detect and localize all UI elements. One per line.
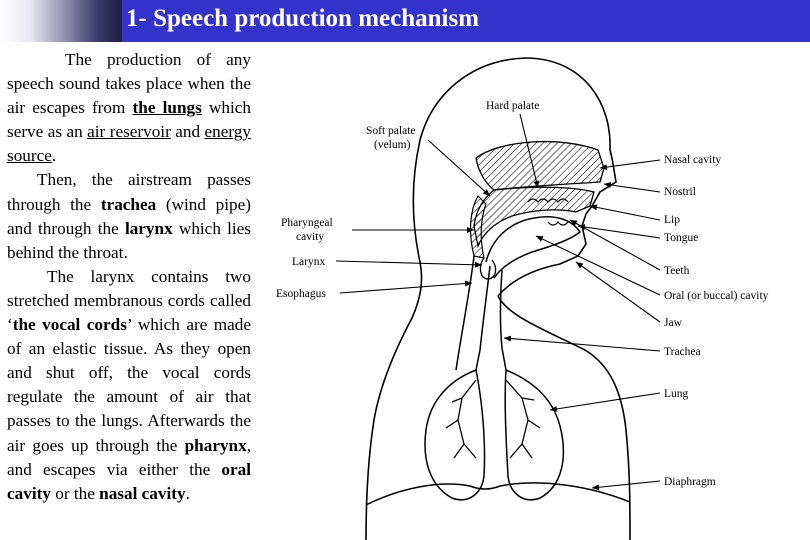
- text-run: which lies behind the throat.: [7, 218, 251, 262]
- text-run: and: [170, 122, 205, 142]
- trachea-tube-right: [499, 269, 507, 371]
- right-lung: [504, 368, 565, 501]
- label-nasal-cavity: Nasal cavity: [664, 154, 721, 166]
- text-run: , and escapes via either the: [7, 435, 251, 479]
- bronchi-left: [445, 379, 477, 459]
- arrow-diaphragm: [591, 480, 661, 491]
- label-tongue: Tongue: [664, 232, 698, 244]
- label-soft-palate: Soft palate: [366, 125, 416, 137]
- larynx-shape: [479, 257, 497, 280]
- slide-title: 1- Speech production mechanism: [126, 5, 480, 32]
- term-vocal-cords: the vocal cords: [12, 315, 127, 335]
- label-cavity: cavity: [296, 231, 324, 243]
- arrow-larynx: [335, 260, 483, 268]
- label-trachea: Trachea: [664, 346, 701, 358]
- term-larynx: larynx: [124, 218, 173, 238]
- text-run: .: [51, 146, 57, 166]
- term-air-reservoir: air reservoir: [87, 122, 171, 142]
- leader-arrows: [335, 113, 661, 491]
- arrow-tongue: [577, 224, 661, 239]
- bronchi-right: [505, 379, 541, 459]
- label-jaw: Jaw: [664, 317, 683, 329]
- term-lungs: the lungs: [132, 98, 202, 118]
- lower-teeth-shape: [547, 221, 569, 226]
- esophagus-tube: [455, 255, 475, 371]
- arrow-oral-cavity: [535, 235, 661, 296]
- title-bar: 1- Speech production mechanism: [0, 0, 810, 42]
- label-nostril: Nostril: [664, 186, 696, 198]
- arrow-jaw: [575, 261, 661, 323]
- text-run: which serve as an: [7, 98, 251, 142]
- text-run: or the: [50, 483, 100, 503]
- label-larynx: Larynx: [292, 256, 325, 268]
- text-run: (wind pipe) and through the: [7, 194, 251, 238]
- back-of-head-outline: [411, 57, 526, 319]
- label-pharyngeal: Pharyngeal: [281, 217, 333, 229]
- diaphragm-shape: [365, 482, 631, 506]
- arrow-nasal-cavity: [599, 159, 661, 171]
- term-oral-cavity: oral cavity: [7, 459, 251, 503]
- arrow-nostril: [603, 182, 661, 193]
- arrow-trachea: [503, 335, 661, 352]
- label-oral-cavity: Oral (or buccal) cavity: [664, 290, 769, 302]
- arrow-lip: [589, 204, 661, 221]
- arrow-esophagus: [339, 280, 473, 294]
- speech-organs-diagram: Hard palate Soft palate (velum) Nasal ca…: [256, 42, 810, 540]
- text-run: ’ which are made of an elastic tissue. A…: [7, 315, 252, 455]
- label-lip: Lip: [664, 214, 680, 226]
- arrow-hard-palate: [519, 113, 540, 189]
- text-run: .: [185, 483, 190, 503]
- paragraph-3: The larynx contains two stretched membra…: [7, 265, 251, 506]
- body-text: The production of any speech sound takes…: [7, 48, 251, 506]
- label-esophagus: Esophagus: [276, 288, 326, 300]
- teeth-shape: [527, 198, 569, 204]
- oral-cavity-shape: [473, 186, 595, 249]
- left-lung: [424, 368, 486, 501]
- arrow-teeth: [569, 219, 661, 271]
- paragraph-2: Then, the airstream passes through the t…: [7, 168, 251, 264]
- nasal-cavity-shape: [475, 140, 605, 191]
- diagram-svg: Hard palate Soft palate (velum) Nasal ca…: [276, 57, 769, 540]
- text-run: Then, the airstream passes through the: [7, 170, 251, 214]
- paragraph-1: The production of any speech sound takes…: [7, 48, 251, 168]
- body-outline: [365, 317, 413, 540]
- arrow-lung: [549, 392, 661, 412]
- label-hard-palate: Hard palate: [486, 100, 539, 112]
- term-pharynx: pharynx: [184, 435, 247, 455]
- neck-front-outline: [497, 295, 631, 540]
- label-teeth: Teeth: [664, 265, 690, 277]
- text-run: The production of any speech sound takes…: [7, 50, 251, 118]
- label-diaphragm: Diaphragm: [664, 476, 716, 488]
- trachea-tube-left: [475, 265, 491, 371]
- tongue-shape: [485, 216, 582, 279]
- term-trachea: trachea: [100, 194, 157, 214]
- term-energy-source: energy source: [7, 122, 251, 166]
- title-accent-block: [0, 0, 122, 42]
- term-nasal-cavity: nasal cavity: [99, 483, 186, 503]
- text-run: The larynx contains two stretched membra…: [7, 266, 251, 335]
- label-lung: Lung: [664, 388, 689, 400]
- arrow-soft-palate: [427, 139, 491, 197]
- label-velum: (velum): [374, 139, 411, 151]
